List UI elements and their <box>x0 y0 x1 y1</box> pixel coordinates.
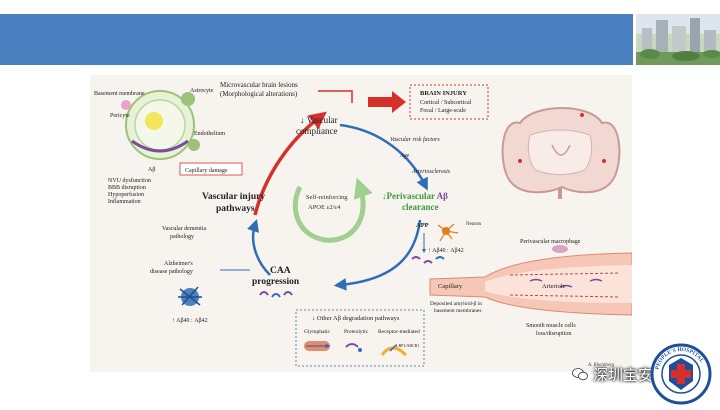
alzheimers-pathology-label: disease pathology <box>150 269 193 275</box>
capillary-damage-label: Capillary damage <box>185 168 228 174</box>
brain-injury-line-2: Focal / Large-scale <box>420 108 466 114</box>
apoe-label: APOE ε2/ε4 <box>308 204 341 211</box>
brain-injury-line-1: Cortical / Subcortical <box>420 100 472 106</box>
vascular-injury-arrow <box>253 111 327 216</box>
caa-line-2: progression <box>252 277 300 287</box>
alzheimers-label: Alzheimer's <box>164 261 193 267</box>
header-banner <box>0 14 633 65</box>
proteolytic-label: Proteolytic <box>344 329 369 335</box>
inflammation-label: Inflammation <box>108 198 141 205</box>
receptor-mediated-icon <box>380 344 408 357</box>
microvascular-lesions: Microvascular brain lesions (Morphologic… <box>220 81 298 98</box>
hospital-seal-logo: PEOPLE'S HOSPITAL <box>648 343 714 410</box>
brain-injury-title: BRAIN INJURY <box>420 90 467 97</box>
abeta-ratio-bottom: ↑ Aβ40 : Aβ42 <box>172 318 208 324</box>
nvu-illustration <box>121 90 200 160</box>
hospital-building-photo <box>636 14 720 65</box>
vascular-injury-line-2: pathways <box>216 204 255 214</box>
vascular-dementia-label: Vascular dementia <box>162 226 206 232</box>
arteriole-label: Arteriole <box>542 283 566 290</box>
pericyte-shape <box>145 112 163 130</box>
neuron-label: Neuron <box>466 222 481 227</box>
caa-line-1: CAA <box>270 266 291 276</box>
deposited-amyloid-label: Deposited amyloid-β in <box>430 301 482 307</box>
smooth-muscle-label: Smooth muscle cells <box>526 323 576 329</box>
abeta-fragments-top <box>411 256 445 264</box>
capillary-damage-box <box>179 162 243 176</box>
illustrator-credit: A. Rheinberg <box>587 363 615 368</box>
abeta-fragments-bottom <box>259 291 293 298</box>
vascular-compliance-line-2: compliance <box>296 126 337 136</box>
vascular-compliance-line-1: ↓ Vascular <box>300 115 338 125</box>
red-arrow-icon <box>368 91 406 113</box>
basement-membrane-label: Basement membrane <box>94 91 145 97</box>
bbb-disruption-label: BBB disruption <box>108 185 146 191</box>
glymphatic-label: Glymphatic <box>304 329 331 335</box>
receptor-mediated-label: Receptor-mediated <box>378 329 420 335</box>
nvu-abeta-label: Aβ <box>148 167 155 173</box>
glymphatic-icon <box>304 341 331 351</box>
arteriosclerosis-label: Arteriosclerosis <box>411 169 451 175</box>
vascular-injury-line-1: Vascular injury <box>202 192 265 202</box>
capillary-label: Capillary <box>438 283 463 290</box>
pericyte-label: Pericyte <box>110 113 130 119</box>
self-reinforcing-loop <box>292 177 373 243</box>
nvu-dysfunction-label: NVU dysfunction <box>108 177 151 184</box>
neuron-icon <box>437 223 459 242</box>
self-reinforcing-label: Self-reinforcing <box>306 194 348 201</box>
wechat-icon <box>572 368 588 381</box>
perivascular-clearance-line-2: clearance <box>402 202 438 212</box>
hypoperfusion-label: Hypoperfusion <box>108 191 144 198</box>
morphological-label: (Morphological alterations) <box>220 90 298 98</box>
age-label: Age <box>399 153 410 159</box>
smooth-muscle-loss-label: loss/disruption <box>536 331 571 337</box>
app-label: APP <box>416 222 429 229</box>
compliance-arrow <box>339 123 428 191</box>
endothelium-label: Endothelium <box>194 131 225 137</box>
arteriole-illustration <box>429 245 632 316</box>
perivascular-macrophage-label: Perivascular macrophage <box>520 239 581 245</box>
degradation-title: ↓ Other Aβ degradation pathways <box>312 315 400 322</box>
caa-diagram-figure: Basement membrane Astrocyte Pericyte End… <box>90 75 632 372</box>
perivascular-clearance-line-1: ↓Perivascular Aβ <box>382 191 448 201</box>
brain-coronal-illustration <box>501 107 621 199</box>
astrocyte-label: Astrocyte <box>190 88 214 94</box>
caa-diagram: Basement membrane Astrocyte Pericyte End… <box>94 81 632 368</box>
caa-arrow <box>247 219 271 276</box>
vascular-risk-label: Vascular risk factors <box>390 136 440 143</box>
receptor-names-label: LRP1/ABCB1 <box>396 343 419 348</box>
amyloid-plaque-icon <box>178 286 202 306</box>
vascular-dementia-pathology-label: pathology <box>170 234 194 240</box>
microvascular-label: Microvascular brain lesions <box>220 81 298 89</box>
clearance-arrow <box>333 219 422 291</box>
basement-membranes-label: basement membranes <box>434 308 482 314</box>
abeta-ratio-top: ↑ Aβ40 : Aβ42 <box>428 248 464 254</box>
proteolytic-icon <box>345 343 362 352</box>
degradation-box <box>295 309 425 367</box>
